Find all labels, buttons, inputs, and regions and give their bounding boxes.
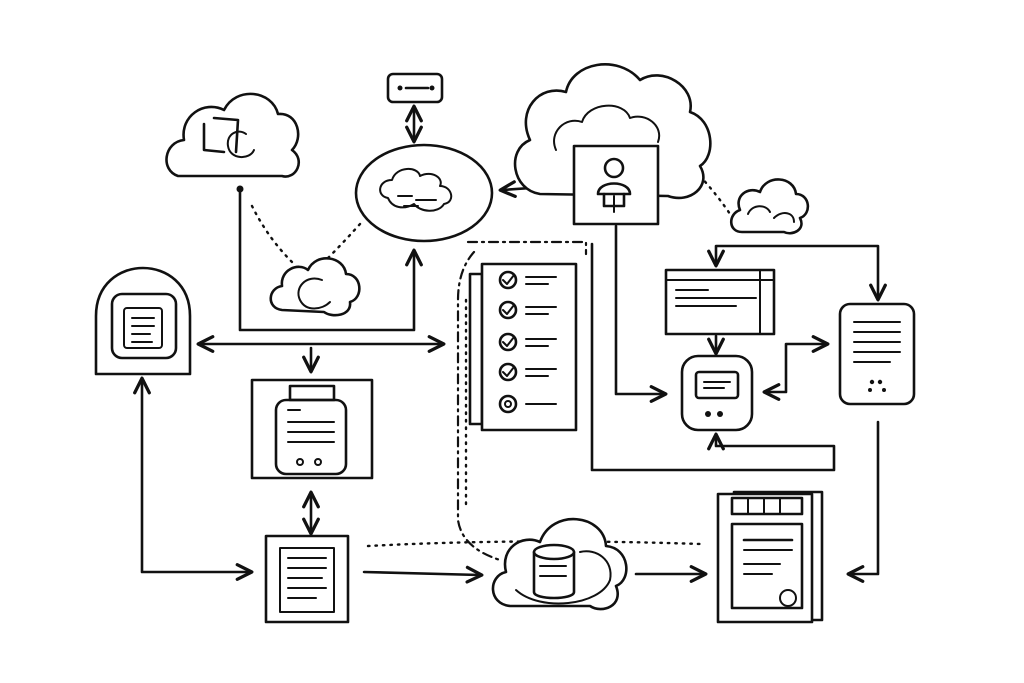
document-bottom-left[interactable]: [264, 534, 350, 624]
edge-document-to-database: [362, 565, 484, 584]
server-panel[interactable]: [250, 378, 374, 480]
edge-small-cloud-to-browser-tablet: [707, 244, 887, 302]
cloud-outline: [165, 92, 300, 178]
browser-icon: [665, 269, 775, 335]
cloud-small-right[interactable]: [729, 178, 810, 235]
edge-tablet-to-report: [846, 420, 880, 583]
cloud-inner: [747, 205, 795, 223]
cloud-icon: [297, 277, 331, 310]
cloud-outline: [269, 257, 361, 317]
database-icon: [532, 543, 576, 600]
cloud-icon: [379, 168, 453, 212]
checklist-item[interactable]: [498, 270, 557, 290]
monitor-icon: [694, 370, 740, 417]
cloud-user-large[interactable]: [513, 63, 712, 226]
server-icon: [274, 398, 348, 476]
database-cloud[interactable]: [491, 517, 628, 611]
report-icon: [730, 496, 804, 610]
user-icon: [596, 157, 632, 213]
checklist-icon: [498, 270, 557, 414]
monitor-outline: [680, 354, 754, 432]
document-cloud-icon: [202, 116, 255, 158]
cloud-top-left[interactable]: [165, 92, 300, 178]
edge-left-cloud-to-center: [238, 187, 423, 332]
report-stack[interactable]: [716, 490, 824, 624]
browser-window[interactable]: [664, 268, 776, 336]
edge-mobile-to-document: [133, 376, 254, 581]
tablet-document[interactable]: [838, 302, 916, 406]
mobile-device[interactable]: [94, 266, 192, 376]
monitor-device[interactable]: [680, 354, 754, 432]
bubble-outline: [354, 143, 494, 243]
edge-tablet-to-monitor: [762, 335, 830, 401]
cloud-center-bubble[interactable]: [354, 143, 494, 243]
server-top-slot: [288, 384, 336, 402]
checklist-item[interactable]: [498, 394, 557, 414]
edge-dotted-center-to-middle-cloud: [326, 222, 362, 260]
tag-icon: [397, 85, 435, 91]
cloud-outline: [729, 178, 810, 235]
tablet-outline: [838, 302, 916, 406]
device-screen: [110, 292, 178, 360]
cloud-small-middle[interactable]: [269, 257, 361, 317]
cloud-inner-ring: [515, 550, 612, 605]
edge-dotted-left-to-middle-cloud: [250, 204, 294, 264]
edge-dashdot-left-rail: [456, 250, 502, 562]
document-icon: [279, 547, 335, 613]
checklist-item[interactable]: [498, 332, 557, 352]
cloud-inner-outline: [553, 104, 661, 151]
edge-dashdot-center-to-database: [466, 240, 588, 256]
checklist-item[interactable]: [498, 362, 557, 382]
tag-top[interactable]: [386, 72, 444, 104]
edge-checklist-to-monitor: [590, 242, 836, 472]
connectors: [133, 104, 887, 584]
checklist-spine: [468, 272, 484, 426]
edge-dotted-user-to-small-cloud: [698, 174, 732, 216]
user-card: [572, 144, 660, 226]
checklist-panel[interactable]: [468, 262, 578, 432]
checklist-item[interactable]: [498, 300, 557, 320]
edge-user-cloud-to-monitor: [614, 224, 668, 403]
tablet-icon: [853, 321, 901, 392]
document-icon: [123, 307, 163, 349]
cloud-outline: [513, 63, 712, 200]
